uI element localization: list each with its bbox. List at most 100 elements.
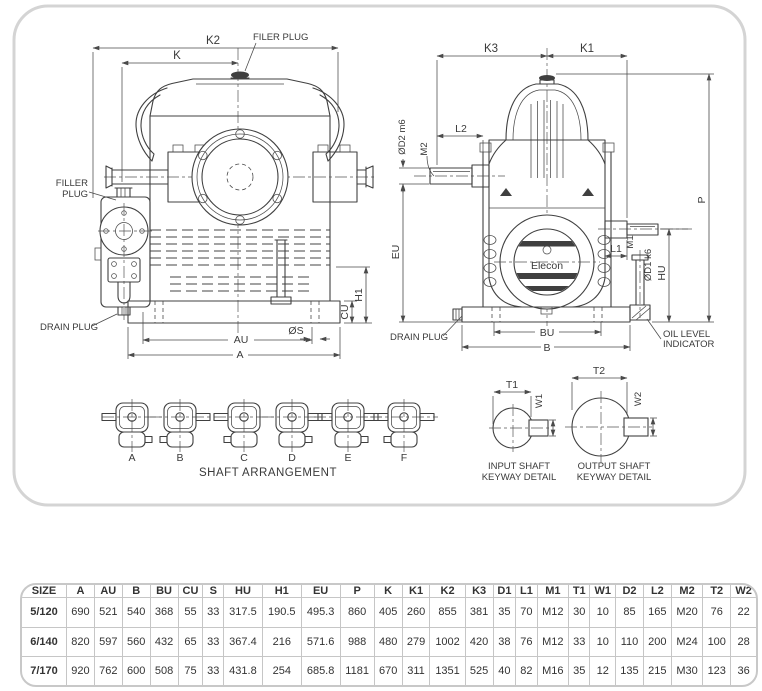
dim-label-b: B (543, 342, 550, 354)
spec-value-cell: 540 (121, 597, 151, 628)
spec-value-cell: 110 (615, 626, 644, 658)
spec-value-cell: 1351 (429, 656, 466, 685)
input-keyway-caption-line1: INPUT SHAFT (488, 461, 550, 472)
spec-col-header-m2: M2 (670, 585, 704, 598)
spec-value-cell: 215 (642, 656, 672, 685)
dim-label-t1: T1 (506, 379, 518, 391)
spec-value-cell: 820 (66, 626, 95, 658)
shaft-arrangement-variant-c: C (213, 399, 274, 464)
spec-col-header-k1: K1 (401, 585, 431, 598)
front-flange-circle (191, 128, 289, 226)
dim-label-w2: W2 (633, 392, 644, 406)
dim-label-od2: ØD2 m6 (397, 119, 408, 154)
input-keyway-detail: T1 W1 INPUT SHAFT KEYWAY DETAIL (482, 379, 557, 483)
spec-value-cell: 420 (464, 626, 494, 658)
dim-label-m2: M2 (419, 142, 430, 155)
spec-value-cell: 40 (492, 656, 517, 685)
spec-col-header-p: P (339, 585, 375, 598)
spec-value-cell: 560 (121, 626, 151, 658)
spec-value-cell: 571.6 (300, 626, 341, 658)
spec-value-cell: 200 (642, 626, 672, 658)
shaft-arrangement-variant-d: D (262, 399, 323, 464)
spec-col-header-w1: W1 (589, 585, 617, 598)
spec-value-cell: 55 (177, 597, 204, 628)
spec-value-cell: 33 (202, 626, 225, 658)
spec-col-header-hu: HU (223, 585, 263, 598)
spec-col-header-s: S (202, 585, 225, 598)
spec-col-header-bu: BU (149, 585, 179, 598)
spec-value-cell: 685.8 (300, 656, 341, 685)
dim-label-w1: W1 (534, 394, 545, 408)
spec-value-cell: 35 (568, 656, 591, 685)
spec-col-header-l2: L2 (642, 585, 672, 598)
dim-label-k2: K2 (206, 35, 220, 47)
dim-label-t2: T2 (593, 365, 605, 377)
spec-col-header-m1: M1 (536, 585, 570, 598)
spec-value-cell: 311 (401, 656, 431, 685)
spec-value-cell: 260 (401, 597, 431, 628)
drawing-panel-border (12, 4, 747, 507)
output-keyway-caption-line1: OUTPUT SHAFT (578, 461, 651, 472)
filer-plug-label: FILER PLUG (253, 32, 308, 43)
shaft-arrangement-section: A B C D (101, 399, 438, 479)
dim-label-od1: ØD1 k6 (643, 249, 654, 281)
gearbox-drawing-canvas: K2 K FILER PLUG FILLER PLUG DRAIN PLUG A… (12, 4, 747, 507)
variant-label-e: E (344, 452, 351, 464)
spec-col-header-k3: K3 (464, 585, 494, 598)
spec-value-cell: 1002 (429, 626, 466, 658)
spec-value-cell: M24 (670, 626, 704, 658)
spec-value-cell: M12 (536, 597, 570, 628)
spec-value-cell: 920 (66, 656, 95, 685)
spec-value-cell: 521 (93, 597, 123, 628)
spec-value-cell: 10 (589, 626, 617, 658)
spec-value-cell: 10 (589, 597, 617, 628)
shaft-arrangement-variant-a: A (101, 399, 162, 464)
spec-value-cell: 670 (373, 656, 403, 685)
spec-value-cell: 381 (464, 597, 494, 628)
spec-value-cell: 76 (702, 597, 732, 628)
spec-value-cell: 12 (589, 656, 617, 685)
side-view-drawing: K3 K1 P Elecon (390, 43, 715, 354)
spec-value-cell: 36 (730, 656, 756, 685)
spec-value-cell: 405 (373, 597, 403, 628)
spec-value-cell: 855 (429, 597, 466, 628)
keyway-details-section: T1 W1 INPUT SHAFT KEYWAY DETAIL T2 W2 OU… (482, 365, 657, 483)
spec-value-cell: 525 (464, 656, 494, 685)
output-keyway-detail: T2 W2 OUTPUT SHAFT KEYWAY DETAIL (565, 365, 657, 483)
dim-label-l2: L2 (455, 123, 467, 135)
spec-value-cell: 254 (261, 656, 302, 685)
spec-value-cell: 30 (568, 597, 591, 628)
spec-col-header-cu: CU (177, 585, 204, 598)
brand-logo-text: Elecon (531, 260, 563, 272)
input-keyway-caption-line2: KEYWAY DETAIL (482, 472, 557, 483)
spec-value-cell: 432 (149, 626, 179, 658)
spec-value-cell: 216 (261, 626, 302, 658)
spec-value-cell: 82 (515, 656, 538, 685)
spec-value-cell: 70 (515, 597, 538, 628)
spec-col-header-b: B (121, 585, 151, 598)
spec-size-cell: 5/120 (22, 597, 67, 628)
filler-plug-label-line1: FILLER (56, 178, 88, 189)
dim-label-a: A (236, 349, 243, 361)
spec-value-cell: M30 (670, 656, 704, 685)
spec-col-header-t2: T2 (702, 585, 732, 598)
spec-value-cell: 597 (93, 626, 123, 658)
spec-value-cell: 495.3 (300, 597, 341, 628)
spec-value-cell: 38 (492, 626, 517, 658)
spec-value-cell: 508 (149, 656, 179, 685)
spec-value-cell: 33 (202, 656, 225, 685)
spec-col-header-h1: H1 (261, 585, 302, 598)
spec-value-cell: 76 (515, 626, 538, 658)
spec-col-header-au: AU (93, 585, 123, 598)
dim-label-hu: HU (656, 265, 668, 280)
spec-value-cell: 279 (401, 626, 431, 658)
spec-value-cell: 600 (121, 656, 151, 685)
spec-value-cell: 988 (339, 626, 375, 658)
spec-size-cell: 7/170 (22, 656, 67, 685)
